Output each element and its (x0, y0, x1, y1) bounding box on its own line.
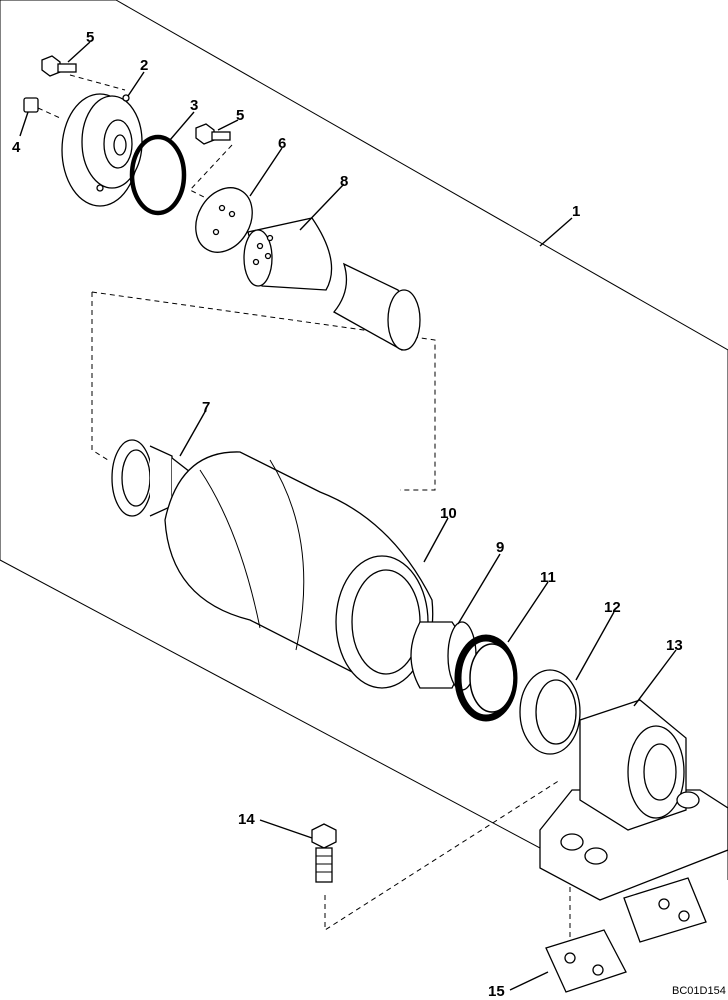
reference-code: BC01D154 (672, 985, 726, 997)
callout-9: 9 (496, 539, 504, 556)
part-7-collar (111, 439, 191, 517)
alignment-lines (37, 74, 571, 950)
part-6-plate (195, 187, 253, 253)
part-8-shaft (243, 217, 421, 351)
part-11-seal (454, 634, 518, 722)
part-3-o-ring (129, 134, 187, 216)
assembly-boundary (0, 0, 728, 881)
part-2-flange-cover (61, 93, 143, 207)
part-13-end-bracket (539, 699, 728, 901)
leader-lines (19, 41, 677, 991)
callout-2: 2 (140, 57, 148, 74)
part-14-bolt (311, 823, 337, 883)
part-15-shim-lower (545, 929, 627, 993)
callout-3: 3 (190, 97, 198, 114)
part-12-seal-ring (519, 669, 581, 755)
callout-14: 14 (238, 811, 255, 828)
callout-13: 13 (666, 637, 683, 654)
callout-1: 1 (572, 203, 580, 220)
callout-12: 12 (604, 599, 621, 616)
part-10-roller (164, 451, 434, 689)
part-15-shim-upper (623, 877, 707, 943)
callout-8: 8 (340, 173, 348, 190)
callout-4: 4 (12, 139, 21, 156)
callout-5-lower: 5 (236, 107, 244, 124)
callout-11: 11 (540, 569, 556, 586)
callout-10: 10 (440, 505, 457, 522)
callout-6: 6 (278, 135, 286, 152)
part-5-bolt-upper (41, 55, 77, 77)
callout-labels: 1 2 3 4 5 5 6 7 8 9 10 11 12 13 14 15 BC… (12, 29, 726, 1000)
callout-15: 15 (488, 983, 505, 1000)
callout-7: 7 (202, 399, 210, 416)
part-5-bolt-lower (195, 123, 231, 145)
part-4-plug (23, 97, 39, 113)
callout-5-upper: 5 (86, 29, 94, 46)
